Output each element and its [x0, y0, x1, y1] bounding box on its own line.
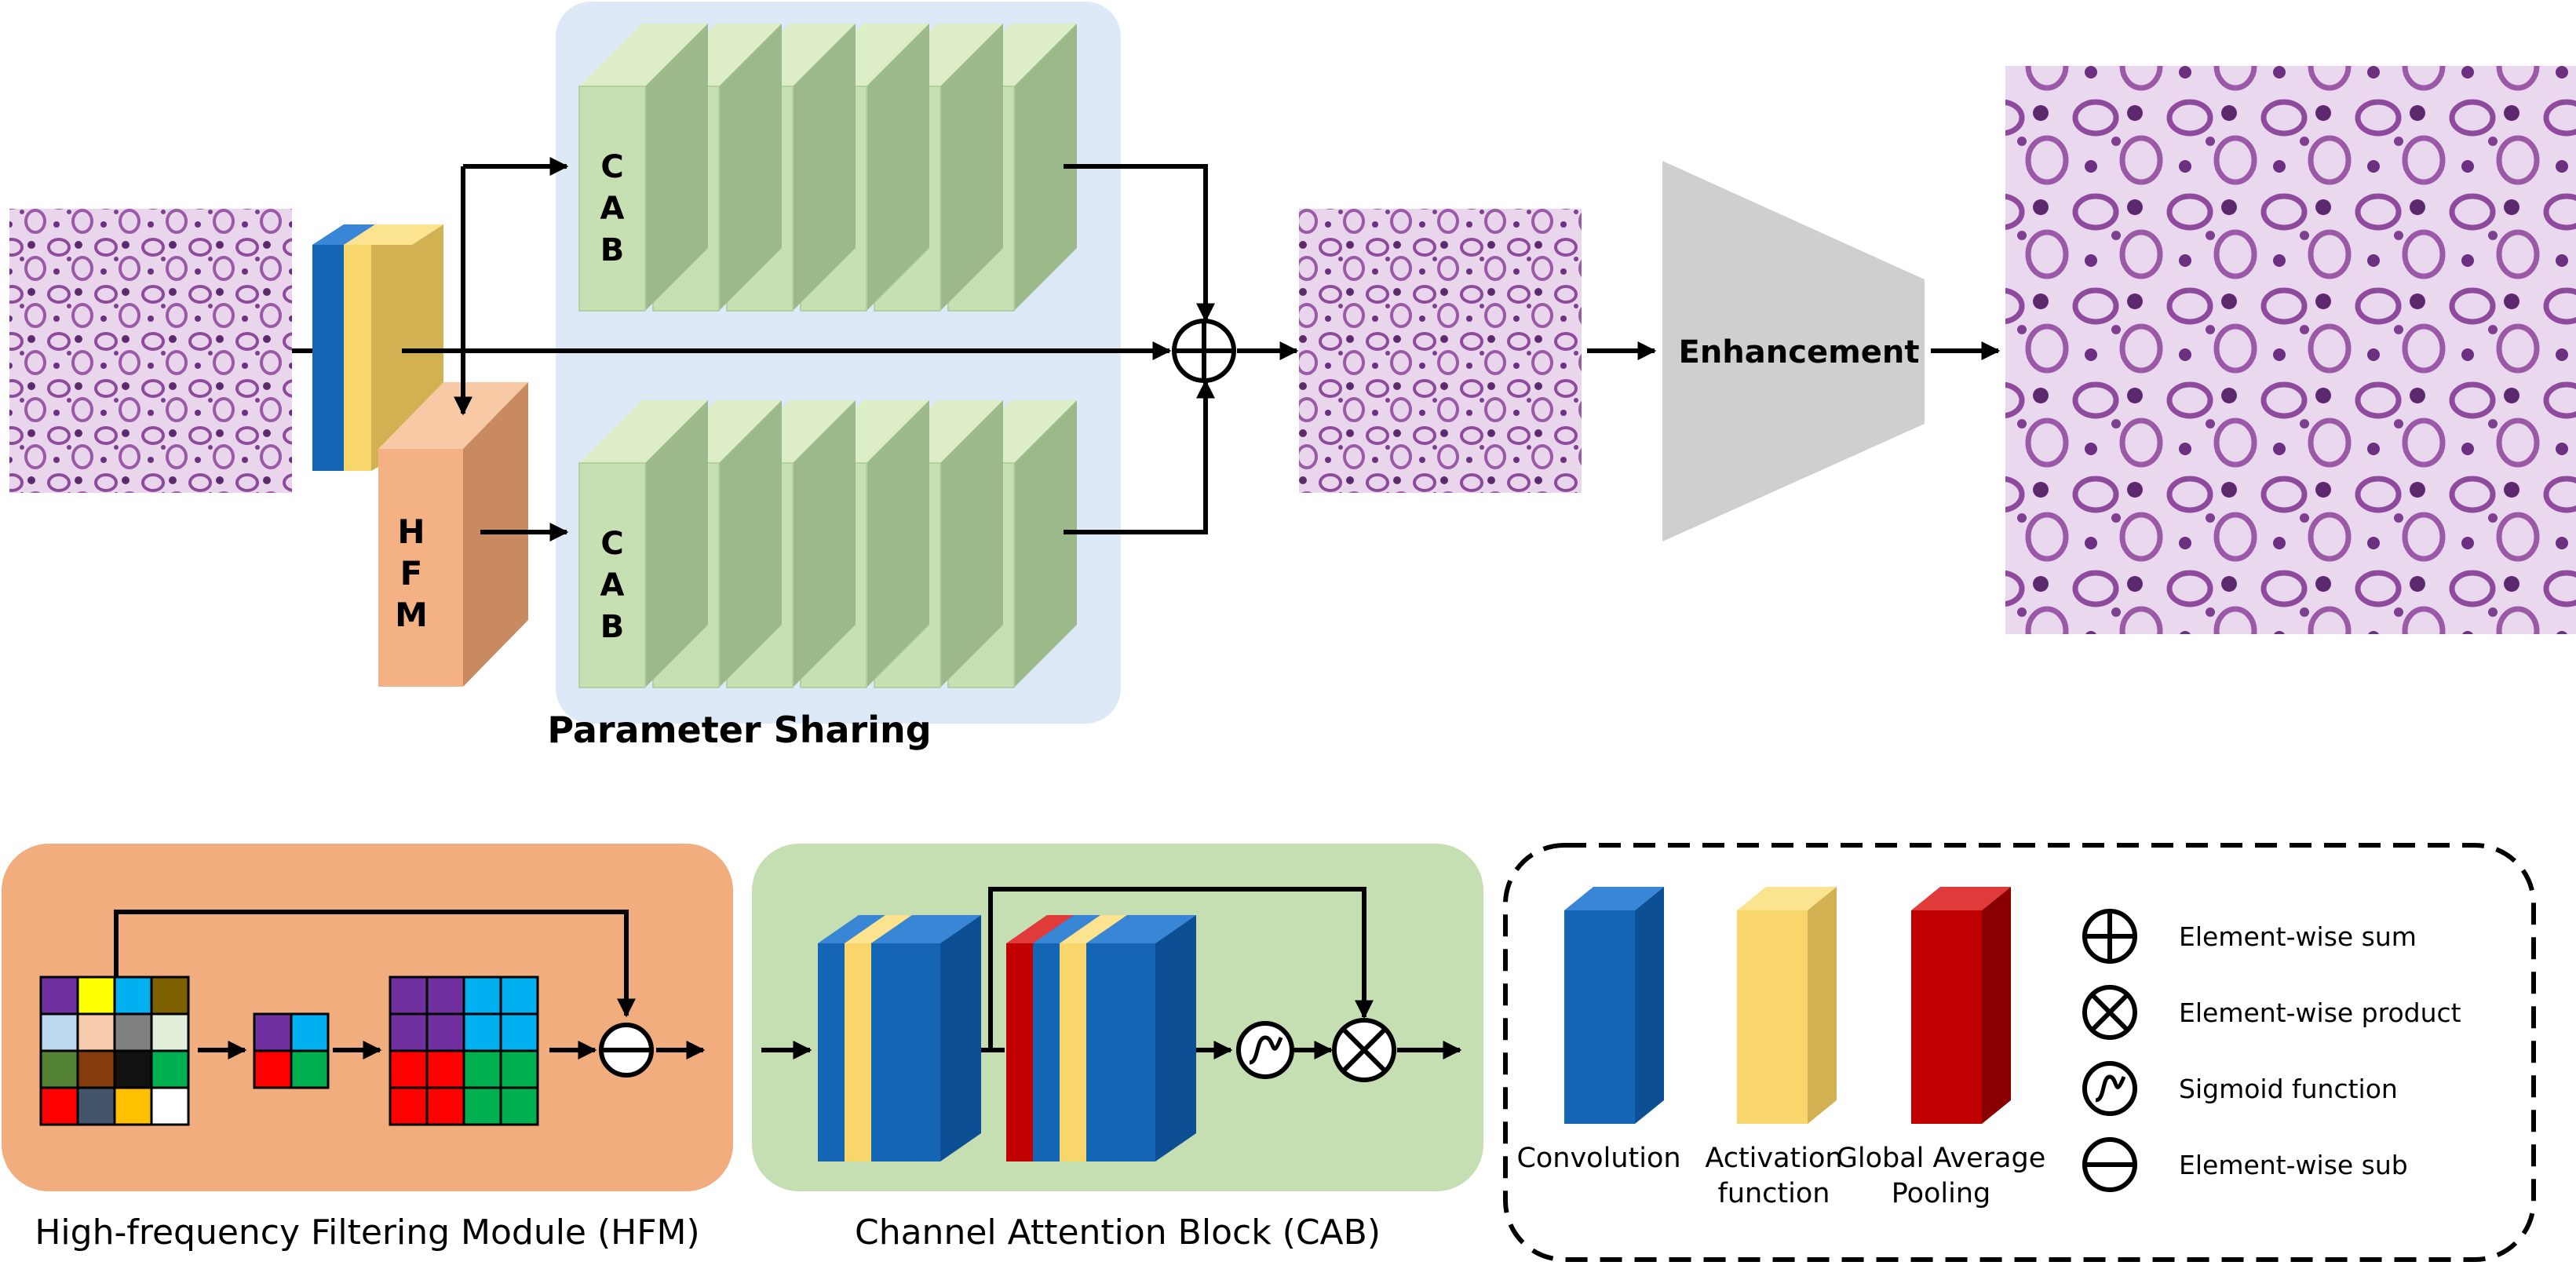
legend-product-icon — [2082, 985, 2137, 1040]
grid-cell — [113, 1086, 153, 1126]
cab-letter: A — [600, 567, 625, 604]
hfm-letter: M — [395, 596, 428, 634]
cab-letter: C — [600, 526, 623, 562]
grid-cell — [389, 1086, 429, 1126]
sigmoid-icon — [1236, 1021, 1294, 1079]
grid-cell — [290, 1049, 330, 1089]
parameter-sharing-label: Parameter Sharing — [547, 709, 931, 751]
grid-cell — [253, 1012, 293, 1052]
grid-cell — [499, 1086, 539, 1126]
legend-box — [1503, 843, 2536, 1262]
hfm-letter: F — [400, 554, 423, 593]
cab-block: CAB — [578, 24, 708, 312]
grid-cell — [76, 1049, 116, 1089]
cab-stack-top: CABCABCABCABCABCAB — [578, 24, 1077, 312]
cab-caption: Channel Attention Block (CAB) — [855, 1213, 1381, 1253]
grid-cell — [113, 1012, 153, 1052]
grid-cell — [150, 975, 190, 1016]
legend-activation-label: function — [1718, 1178, 1830, 1209]
hfm-letter: H — [397, 512, 425, 551]
cab-letter: A — [600, 191, 625, 227]
element-wise-sub-icon — [599, 1023, 654, 1078]
grid-cell — [425, 975, 465, 1016]
hfm-block: H F M — [378, 382, 528, 687]
grid-cell — [39, 1086, 79, 1126]
output-image — [2005, 66, 2576, 634]
grid-cell — [425, 1086, 465, 1126]
grid-cell — [462, 1049, 502, 1089]
enhancement-label: Enhancement — [1679, 334, 1920, 370]
grid-cell — [462, 1012, 502, 1052]
grid-cell — [150, 1086, 190, 1126]
grid-cell — [389, 1012, 429, 1052]
cab-letter: B — [600, 609, 625, 645]
legend-convolution-icon — [1564, 887, 1664, 1124]
legend-sub-label: Element-wise sub — [2179, 1150, 2408, 1180]
intermediate-image — [1299, 209, 1582, 493]
upsampled-pixel-grid — [389, 975, 539, 1126]
grid-cell — [499, 975, 539, 1016]
grid-cell — [76, 1012, 116, 1052]
grid-cell — [425, 1049, 465, 1089]
grid-cell — [462, 1086, 502, 1126]
convolution-layer — [871, 915, 981, 1161]
cab-stack-bottom: CABCABCABCABCABCAB — [578, 400, 1077, 688]
input-image — [9, 209, 292, 493]
initial-conv-activation-block — [312, 224, 443, 471]
hfm-panel-arrows — [114, 910, 706, 1059]
legend-sum-icon — [2082, 909, 2137, 964]
element-wise-product-icon — [1332, 1018, 1396, 1082]
legend-sigmoid-icon — [2082, 1061, 2137, 1116]
legend-sigmoid-label: Sigmoid function — [2179, 1074, 2398, 1104]
convolution-layer — [1086, 915, 1196, 1161]
enhancement-module — [1662, 161, 1925, 542]
legend-gap-label: Global Average — [1837, 1143, 2046, 1174]
connection-arrows — [402, 157, 2001, 542]
hfm-caption: High-frequency Filtering Module (HFM) — [35, 1213, 699, 1253]
grid-cell — [462, 975, 502, 1016]
grid-cell — [425, 1012, 465, 1052]
grid-cell — [150, 1049, 190, 1089]
legend-gap-label: Pooling — [1892, 1178, 1991, 1209]
grid-cell — [499, 1049, 539, 1089]
grid-cell — [499, 1012, 539, 1052]
grid-cell — [389, 1049, 429, 1089]
cab-block: CAB — [578, 400, 708, 688]
grid-cell — [39, 1012, 79, 1052]
grid-cell — [150, 1012, 190, 1052]
grid-cell — [389, 975, 429, 1016]
grid-cell — [113, 1049, 153, 1089]
cab-layer-stack — [818, 915, 1196, 1161]
grid-cell — [39, 975, 79, 1016]
grid-cell — [76, 1086, 116, 1126]
input-pixel-grid — [39, 975, 190, 1126]
legend-activation-icon — [1737, 887, 1837, 1124]
grid-cell — [290, 1012, 330, 1052]
grid-cell — [113, 975, 153, 1016]
legend-sum-label: Element-wise sum — [2179, 921, 2417, 952]
downsampled-pixel-grid — [253, 1012, 330, 1089]
legend-activation-label: Activation — [1705, 1143, 1842, 1174]
element-wise-sum-icon — [1172, 319, 1236, 383]
grid-cell — [253, 1049, 293, 1089]
legend-sub-icon — [2082, 1137, 2137, 1192]
cab-letter: C — [600, 149, 623, 185]
cab-letter: B — [600, 232, 625, 268]
legend-global-average-pooling-icon — [1911, 887, 2011, 1124]
grid-cell — [39, 1049, 79, 1089]
legend-product-label: Element-wise product — [2179, 997, 2461, 1028]
legend-convolution-label: Convolution — [1516, 1143, 1680, 1174]
grid-cell — [76, 975, 116, 1016]
